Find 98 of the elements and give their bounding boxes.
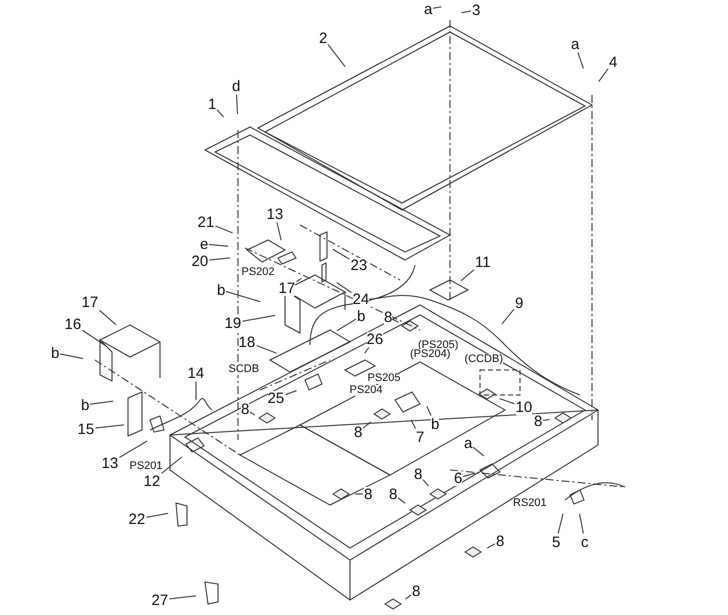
leader-line [146,512,169,518]
callout-number: 8 [534,414,542,428]
leader-line [499,398,515,404]
leader-line [250,412,256,416]
sensor-label: PS204 [350,384,383,396]
leader-line [577,52,584,69]
callout-number: 8 [389,486,398,502]
callout-number: 8 [384,310,392,324]
leader-line [432,6,442,9]
leader-line [328,44,346,68]
leader-line [336,318,356,332]
callout-number: 9 [515,296,524,310]
leader-line [161,456,182,474]
callout-number: 18 [238,334,256,350]
leader-line [216,109,224,118]
leader-line [558,513,564,534]
callout-number: b [81,398,90,412]
leader-line [502,308,514,324]
leader-line [82,330,106,346]
leader-line [405,594,412,600]
callout-number: b [217,282,226,298]
callout-number: 13 [102,456,118,470]
callout-number: 8 [412,584,420,598]
callout-number: 21 [198,214,214,230]
callout-number: d [232,78,240,94]
leader-line [90,400,114,405]
leader-line [236,94,238,114]
leader-line [242,314,276,322]
leader-line [410,419,416,429]
sensor-label: SCDB [228,364,260,374]
callout-number: 14 [188,366,204,380]
leader-line [226,291,261,302]
callout-number: 17 [82,294,98,310]
leader-line [60,353,84,359]
callout-number: 25 [268,390,284,406]
leader-line [364,347,370,354]
leader-line [579,513,584,534]
callout-number: 8 [354,424,362,440]
leader-line [276,222,282,241]
leader-line [460,10,472,14]
callout-number: 20 [192,254,208,268]
callout-number: b [431,416,440,432]
callout-number: 3 [472,2,480,18]
callout-number: 8 [364,486,372,502]
callout-number: 8 [414,466,422,482]
callout-number: 11 [475,254,491,270]
leader-line [332,248,350,260]
callout-number: 2 [319,30,328,46]
leader-line [422,479,429,486]
callout-number: 27 [152,592,168,608]
leader-line [209,257,231,260]
leader-line [426,406,432,416]
callout-number: 24 [352,292,370,306]
callout-number: b [51,346,60,360]
sensor-label: PS201 [130,460,163,472]
leader-line [169,595,197,600]
callout-number: 1 [208,96,216,112]
callout-number: 15 [78,422,94,436]
leader-line [99,310,116,326]
leader-line [95,424,125,428]
leader-line [296,278,302,282]
leader-line [215,225,234,234]
leader-line [460,269,474,282]
callout-number: 16 [64,316,82,332]
callout-number: 7 [416,430,424,444]
callout-number: 5 [552,534,560,550]
leader-line [598,68,608,82]
callout-number: 12 [144,474,160,488]
callout-number: 23 [350,258,368,272]
callout-number: 8 [241,402,250,416]
callout-number: 10 [516,400,532,414]
sensor-label: RS201 [513,498,547,508]
sensor-label: PS205 [368,372,401,384]
leader-line [542,419,550,421]
leader-line [119,440,148,458]
leader-line [336,282,352,294]
leader-line [486,543,496,549]
callout-number: 17 [278,280,296,296]
sensor-label: (PS204) [410,348,450,360]
sensor-label: PS202 [242,266,275,278]
callout-number: 8 [496,534,504,548]
callout-number: 4 [609,54,618,70]
callout-number: 26 [366,332,384,346]
leader-line [472,446,484,456]
leader-line [285,390,298,396]
sensor-label: (PS205) [418,340,458,350]
leader-line [392,319,399,323]
leader-line [256,345,278,354]
callout-number: 22 [128,512,146,526]
callout-number: 6 [454,470,462,486]
callout-number: b [357,308,366,324]
sensor-label: (CCDB) [464,354,503,364]
leader-line [462,472,476,478]
callout-number: 19 [224,316,242,330]
callout-number: 13 [266,206,284,222]
leader-line [208,244,229,247]
leader-line [398,497,406,504]
leader-line [362,422,372,429]
